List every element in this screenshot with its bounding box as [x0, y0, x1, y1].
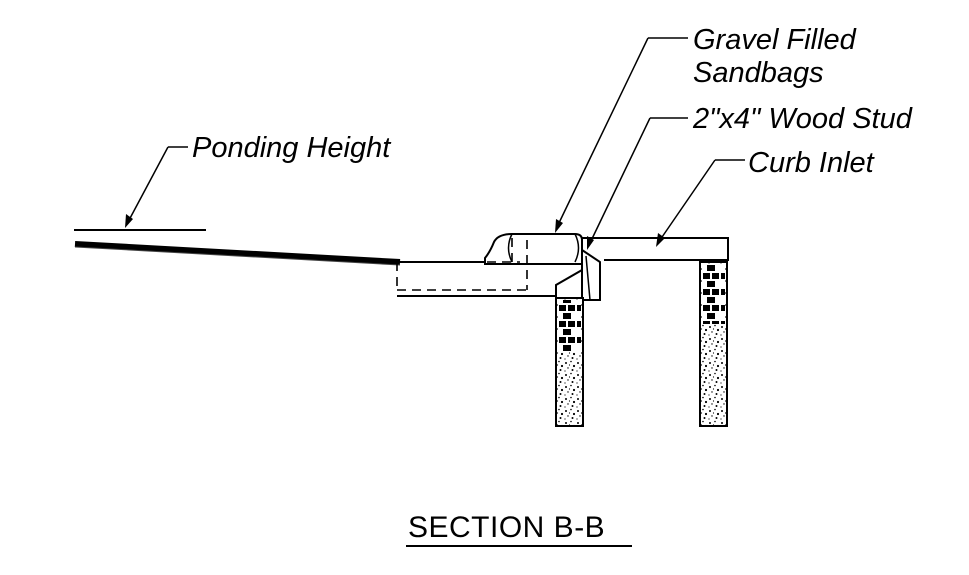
- wood-stud: [581, 248, 601, 301]
- inlet-wall-left: [555, 297, 584, 427]
- pavement-slope: [74, 241, 401, 266]
- gravel-leader: [555, 37, 688, 233]
- ponding-height-arrow: [74, 146, 206, 231]
- wood-stud-label: 2"x4" Wood Stud: [692, 103, 913, 135]
- gravel-sandbags: [484, 233, 583, 265]
- curb-inlet-leader: [656, 159, 745, 247]
- inlet-wall-right: [699, 261, 728, 427]
- ponding-height-label: Ponding Height: [192, 132, 392, 164]
- gravel-label-line2: Sandbags: [693, 57, 824, 89]
- curb-body: [397, 261, 583, 297]
- curb-inlet-slab: [581, 237, 729, 261]
- wood-stud-leader: [587, 117, 688, 250]
- gravel-label-line1: Gravel Filled: [693, 24, 857, 56]
- section-title: SECTION B-B: [408, 511, 605, 544]
- curb-inlet-label: Curb Inlet: [748, 147, 876, 179]
